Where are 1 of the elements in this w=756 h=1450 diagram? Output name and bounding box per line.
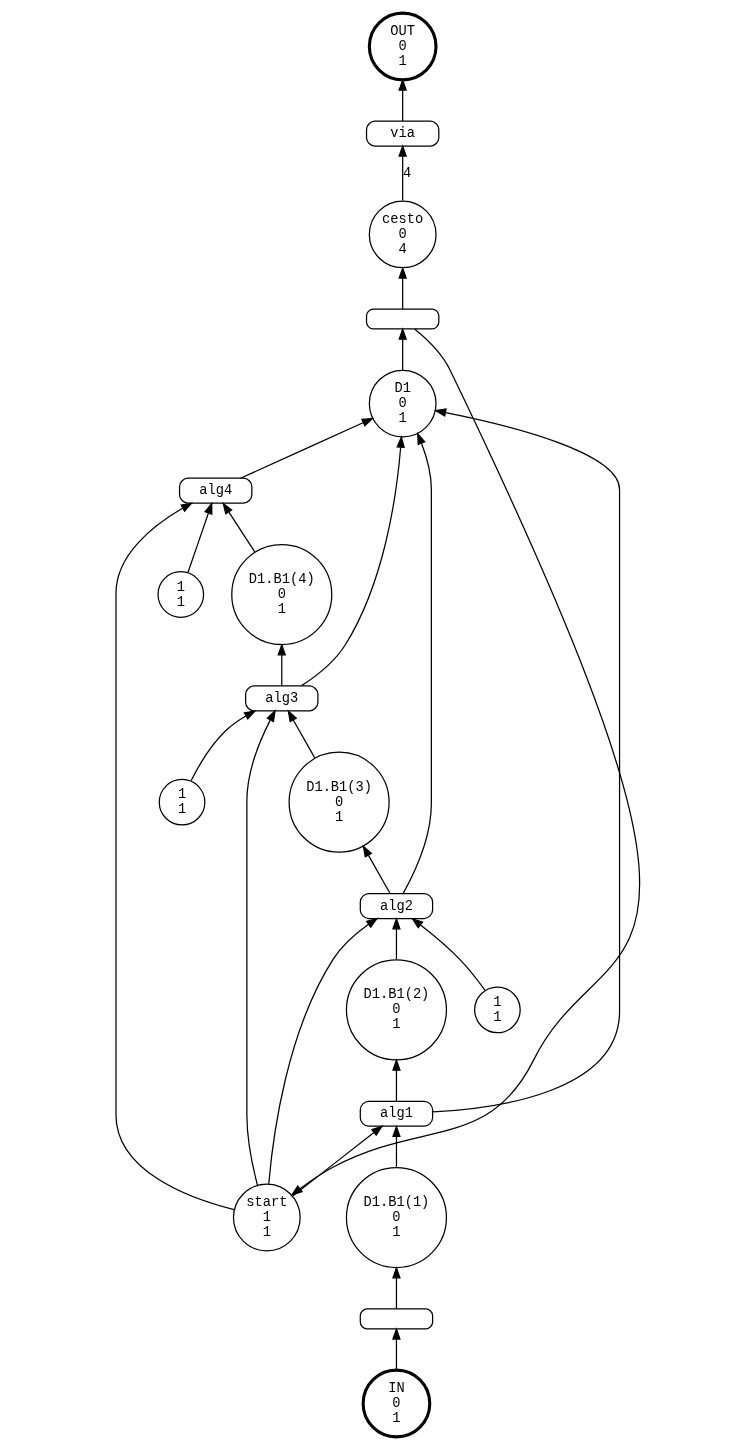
edge-label: 4 — [402, 165, 412, 181]
